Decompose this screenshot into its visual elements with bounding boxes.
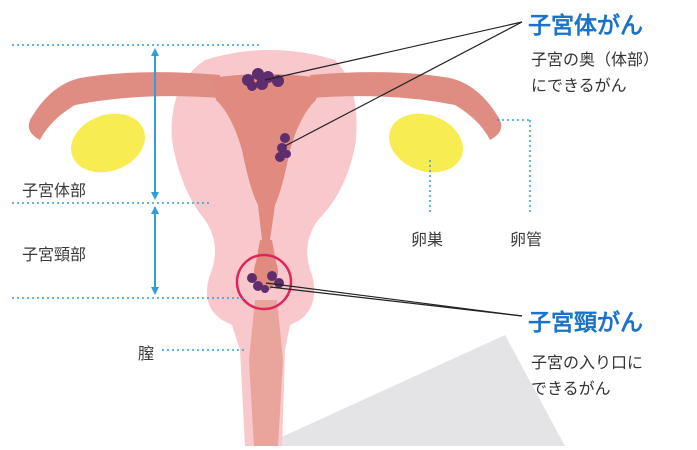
vaginal-canal bbox=[249, 300, 283, 446]
label-fallopian-tube: 卵管 bbox=[510, 226, 542, 250]
ovary-left bbox=[63, 104, 154, 183]
callout-cervical-cancer-desc-2: できるがん bbox=[531, 376, 611, 401]
label-cervix-region: 子宮頸部 bbox=[22, 241, 86, 265]
callout-body-cancer-title: 子宮体がん bbox=[528, 6, 643, 40]
label-vagina: 膣 bbox=[138, 340, 154, 364]
callout-cervical-cancer-title: 子宮頸がん bbox=[528, 303, 643, 337]
watermark-shape bbox=[262, 335, 565, 446]
callout-body-cancer-desc-1: 子宮の奥（体部） bbox=[531, 47, 659, 72]
ovary-right bbox=[381, 104, 472, 183]
callout-body-cancer-desc-2: にできるがん bbox=[531, 73, 627, 98]
callout-cervical-cancer-desc-1: 子宮の入り口に bbox=[531, 350, 643, 375]
label-ovary: 卵巣 bbox=[411, 226, 443, 250]
label-body-region: 子宮体部 bbox=[22, 177, 86, 201]
